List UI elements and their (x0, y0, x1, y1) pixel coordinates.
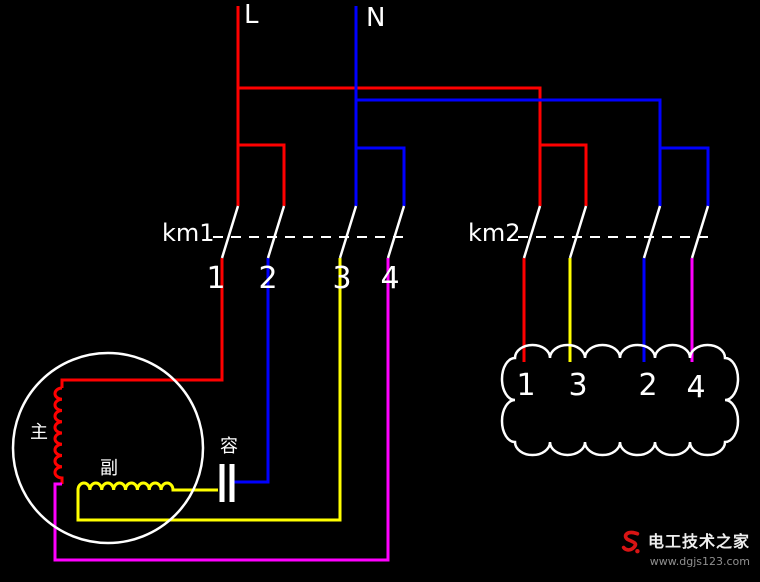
wire4-km1-to-main-winding (53, 258, 390, 562)
motor-terminal-cloud (500, 343, 740, 457)
km1-terminal-1: 1 (206, 261, 226, 296)
capacitor-label: 容 (220, 436, 238, 457)
l-bus-to-km2 (238, 86, 542, 145)
km2-blue-bridge (660, 146, 710, 206)
aux-winding-coil (76, 481, 218, 492)
site-name: 电工技术之家 (647, 532, 750, 551)
km2-contact-blades (522, 205, 710, 259)
wire1-km1-to-main-winding (60, 258, 224, 388)
symbol-group (11, 205, 740, 545)
aux-wire-group (76, 258, 572, 522)
km1-blue-bridge (356, 146, 406, 206)
n-bus-to-km2 (356, 98, 662, 148)
km1-terminal-3: 3 (332, 261, 352, 296)
motor-terminal-4: 4 (686, 370, 706, 405)
contactor-km1-label: km1 (162, 219, 215, 247)
fourth-wire-group (53, 258, 694, 562)
motor-terminal-2: 2 (638, 368, 658, 403)
km1-terminal-2: 2 (258, 261, 278, 296)
km1-red-bridge (238, 143, 286, 206)
neutral-n-label: N (366, 3, 386, 33)
main-winding-coil (53, 386, 64, 484)
wire3-km1-to-aux-winding (76, 258, 342, 522)
km1-terminal-4: 4 (380, 261, 400, 296)
motor-terminal-3: 3 (568, 368, 588, 403)
site-logo-icon (621, 530, 640, 554)
main-winding-label: 主 (30, 422, 48, 443)
motor-body-circle (11, 351, 205, 545)
km1-contact-blades (220, 205, 406, 259)
site-watermark: 电工技术之家 www.dgjs123.com (620, 528, 750, 568)
watermark-text: 电工技术之家 www.dgjs123.com (648, 528, 750, 568)
line-l-label: L (244, 0, 259, 30)
neutral-wire-group (234, 6, 710, 484)
aux-winding-label: 副 (100, 458, 118, 479)
site-url: www.dgjs123.com (649, 555, 750, 568)
live-wire-group (53, 6, 588, 484)
wire2-km1-to-capacitor (234, 258, 270, 484)
capacitor-plates (219, 464, 235, 502)
km2-red-bridge (540, 143, 588, 206)
contactor-km2-label: km2 (468, 219, 521, 247)
motor-terminal-1: 1 (516, 368, 536, 403)
